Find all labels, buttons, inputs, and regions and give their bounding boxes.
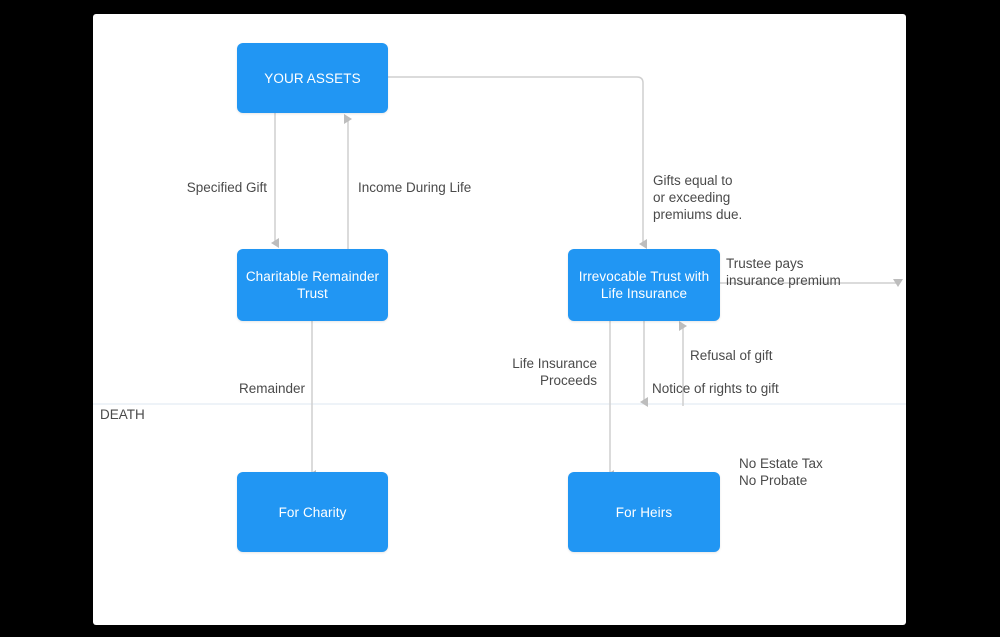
edge-label-specified-gift: Specified Gift — [186, 180, 267, 195]
edge-label-no-estate-tax-no-probate: No Estate Tax No Probate — [739, 456, 823, 488]
node-charitable-remainder-trust[interactable]: Charitable Remainder Trust — [237, 249, 388, 321]
node-for-charity-label: For Charity — [278, 504, 347, 520]
edge-assets-to-irrevocable-trust — [388, 76, 647, 249]
node-for-heirs[interactable]: For Heirs — [568, 472, 720, 552]
edge-label-life-insurance-proceeds: Life Insurance Proceeds — [512, 356, 597, 388]
node-your-assets-label: YOUR ASSETS — [264, 70, 361, 86]
edge-label-remainder: Remainder — [238, 381, 305, 396]
node-charitable-remainder-trust-label: Charitable Remainder Trust — [245, 269, 380, 301]
node-irrevocable-trust-label: Irrevocable Trust with Life Insurance — [578, 269, 710, 301]
diagram-canvas: YOUR ASSETS Charitable Remainder Trust I… — [93, 14, 906, 625]
connector-layer — [93, 76, 906, 480]
node-irrevocable-trust[interactable]: Irrevocable Trust with Life Insurance — [568, 249, 720, 321]
node-for-charity[interactable]: For Charity — [237, 472, 388, 552]
edge-label-gifts-equal-to-premiums: Gifts equal to or exceeding premiums due… — [653, 173, 743, 222]
edge-label-refusal-of-gift: Refusal of gift — [690, 348, 773, 363]
edge-label-notice-of-rights-to-gift: Notice of rights to gift — [652, 381, 779, 396]
edge-label-income-during-life: Income During Life — [358, 180, 472, 195]
node-for-heirs-label: For Heirs — [615, 504, 673, 520]
node-your-assets[interactable]: YOUR ASSETS — [237, 43, 388, 113]
death-divider-label: DEATH — [100, 407, 145, 422]
edge-label-trustee-pays-premium: Trustee pays insurance premium — [726, 256, 841, 288]
